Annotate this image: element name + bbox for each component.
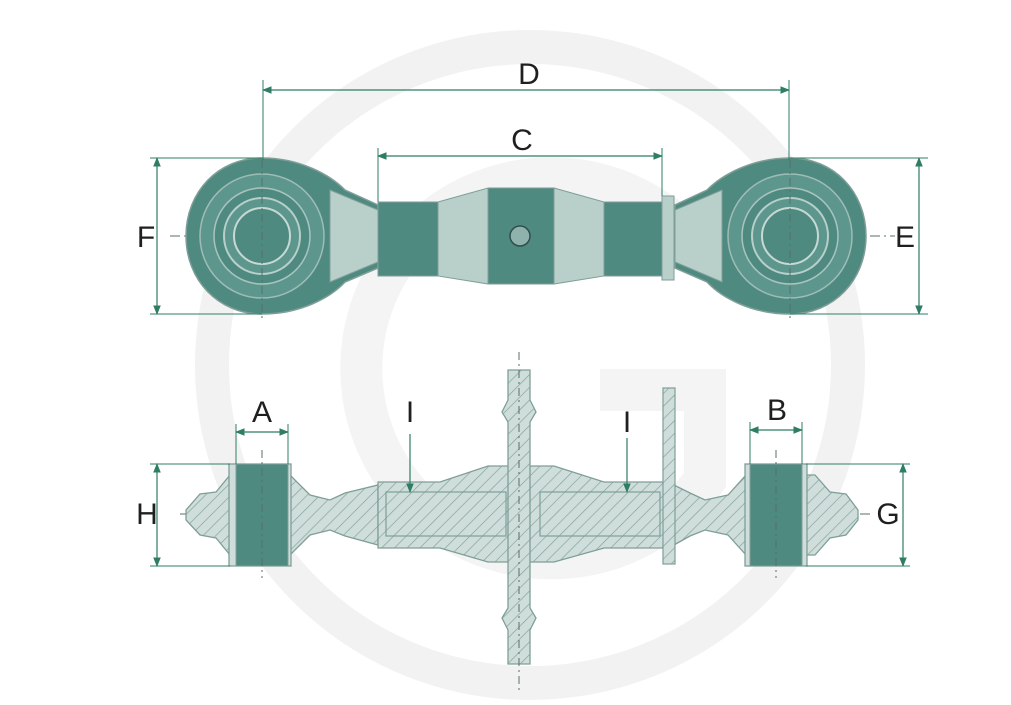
dimension-f: F — [137, 157, 262, 315]
dimension-h-label: H — [136, 498, 158, 531]
dimension-i-right: I — [623, 406, 631, 493]
dimension-i-right-label: I — [623, 406, 631, 439]
side-view: A B H G I I — [136, 352, 910, 690]
dimension-a-label: A — [252, 396, 272, 429]
dimension-c: C — [377, 124, 663, 202]
tube-hole — [509, 225, 531, 247]
dimension-f-label: F — [137, 221, 155, 254]
dimension-c-label: C — [511, 124, 533, 157]
dimension-i-left: I — [406, 396, 414, 493]
dimension-h: H — [136, 463, 230, 567]
left-end-section — [185, 463, 379, 567]
right-ball-joint — [674, 157, 867, 315]
dimension-b-label: B — [767, 394, 787, 427]
left-ball-joint — [185, 157, 379, 315]
dimension-e-label: E — [895, 221, 915, 254]
dimension-g-label: G — [876, 498, 899, 531]
dimension-d: D — [262, 58, 790, 160]
dimension-g: G — [806, 463, 910, 567]
dimension-a: A — [235, 396, 289, 464]
top-view: D C F E — [137, 58, 928, 320]
dimension-i-left-label: I — [406, 396, 414, 429]
dimension-b: B — [749, 394, 803, 464]
turnbuckle-tube — [377, 187, 675, 285]
dimension-d-label: D — [518, 58, 540, 91]
dimension-e: E — [790, 157, 928, 315]
circle-g-watermark — [195, 30, 865, 700]
